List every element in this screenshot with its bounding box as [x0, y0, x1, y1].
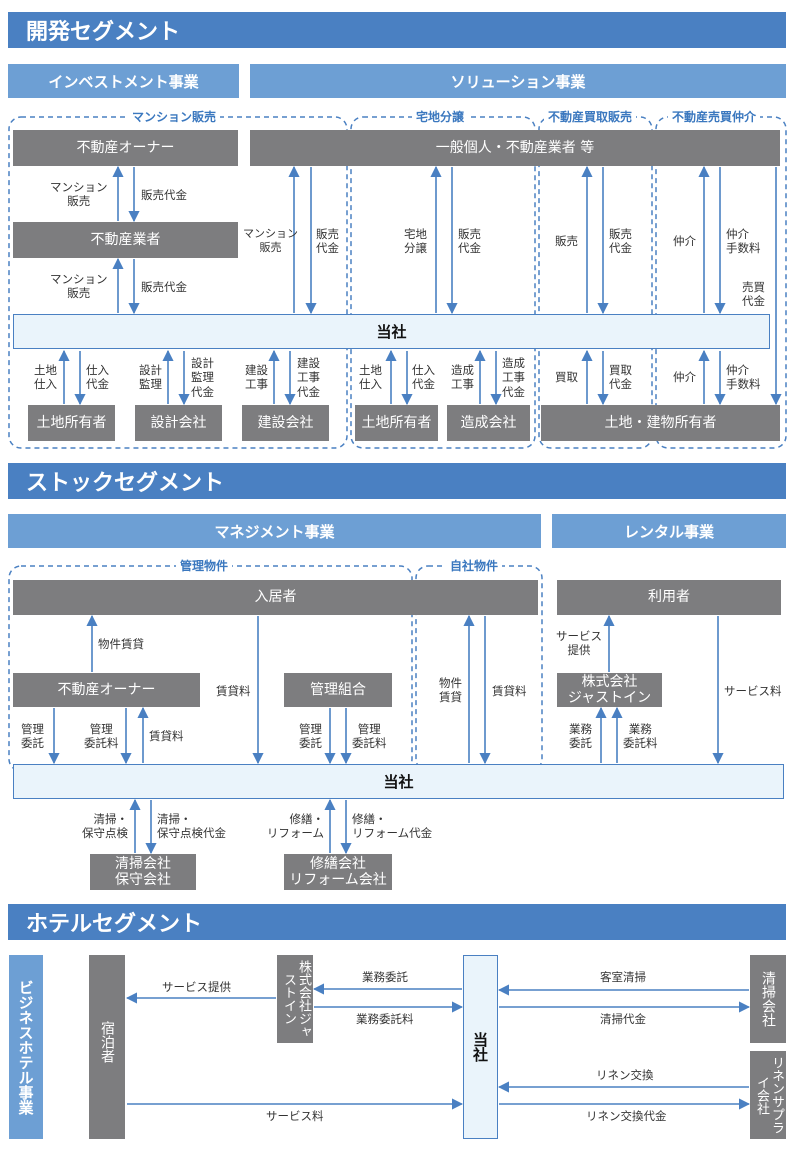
label-property-lease: 物件賃貸 — [98, 637, 144, 651]
category-solution: ソリューション事業 — [250, 64, 786, 98]
segment-header-hotel: ホテルセグメント — [8, 904, 786, 940]
box-construction-company: 建設会社 — [242, 405, 329, 441]
group-label-own-properties: 自社物件 — [446, 559, 503, 573]
box-management-association: 管理組合 — [284, 673, 392, 707]
label-management-fee: 管理 委託料 — [352, 722, 387, 751]
label-service-fee: サービス料 — [266, 1109, 324, 1123]
group-label-mansion-sales: マンション販売 — [128, 110, 221, 124]
box-company-development: 当社 — [13, 314, 770, 349]
label-purchase: 買取 — [555, 370, 578, 384]
label-service-provision: サービス提供 — [162, 980, 231, 994]
label-sale-proceeds: 販売 代金 — [609, 227, 632, 256]
label-cleaning-maintenance-fee: 清掃・ 保守点検代金 — [157, 812, 226, 841]
label-sale: 販売 — [555, 234, 578, 248]
box-property-owner: 不動産オーナー — [13, 673, 200, 707]
box-hotel-guest: 宿泊者 — [89, 955, 125, 1139]
box-landowner-1: 土地所有者 — [28, 405, 115, 441]
label-mansion-sale: マンション 販売 — [243, 227, 298, 254]
group-label-property-purchase: 不動産買取販売 — [544, 110, 637, 124]
label-construction-work: 建設 工事 — [245, 363, 268, 392]
box-landowner-2: 土地所有者 — [355, 405, 438, 441]
label-work-consignment: 業務 委託 — [569, 722, 592, 751]
label-service-fee: サービス料 — [724, 684, 782, 698]
label-linen-exchange-fee: リネン交換代金 — [586, 1109, 667, 1123]
box-user: 利用者 — [557, 580, 781, 615]
box-land-developer: 造成会社 — [447, 405, 530, 441]
box-tenant: 入居者 — [13, 580, 538, 615]
box-design-company: 設計会社 — [135, 405, 222, 441]
label-sale-proceeds: 販売代金 — [141, 280, 187, 294]
label-brokerage: 仲介 — [673, 234, 696, 248]
box-property-owner: 不動産オーナー — [13, 130, 238, 166]
category-investment: インベストメント事業 — [8, 64, 239, 98]
label-land-subdivision: 宅地 分譲 — [404, 227, 427, 256]
label-management-consignment: 管理 委託 — [21, 722, 44, 751]
group-label-managed-properties: 管理物件 — [176, 559, 233, 573]
label-repair-renovation-fee: 修繕・ リフォーム代金 — [352, 812, 433, 841]
label-purchase-price: 仕入 代金 — [412, 363, 435, 392]
label-work-consignment: 業務委託 — [362, 970, 408, 984]
label-land-development-fee: 造成 工事 代金 — [502, 356, 525, 399]
label-land-purchase: 土地 仕入 — [34, 363, 57, 392]
label-management-consignment: 管理 委託 — [299, 722, 322, 751]
label-transaction-price: 売買 代金 — [742, 280, 765, 309]
group-label-residential-land: 宅地分譲 — [412, 110, 469, 124]
label-cleaning-maintenance: 清掃・ 保守点検 — [82, 812, 128, 841]
label-purchase-price: 仕入 代金 — [86, 363, 109, 392]
label-mansion-sale: マンション 販売 — [50, 272, 108, 301]
flow-arrows — [48, 165, 782, 1110]
box-justin-company: 株式会社 ジャストイン — [557, 673, 662, 707]
label-property-lease: 物件 賃貸 — [439, 676, 462, 705]
group-label-brokerage: 不動産売買仲介 — [668, 110, 761, 124]
box-company-stock: 当社 — [13, 764, 784, 799]
label-service-provision: サービス 提供 — [556, 629, 602, 658]
category-management: マネジメント事業 — [8, 514, 541, 548]
segment-header-stock: ストックセグメント — [8, 463, 786, 499]
box-company-hotel: 当社 — [463, 955, 498, 1139]
label-brokerage: 仲介 — [673, 370, 696, 384]
label-brokerage-fee: 仲介 手数料 — [726, 227, 761, 256]
label-land-development-work: 造成 工事 — [451, 363, 474, 392]
category-business-hotel: ビジネスホテル事業 — [9, 955, 43, 1139]
box-justin-company: 株式会社ジャストイン — [277, 955, 313, 1043]
box-linen-supply-company: リネンサプライ会社 — [750, 1051, 786, 1139]
label-rent: 賃貸料 — [492, 684, 527, 698]
label-design-fee: 設計 監理 代金 — [191, 356, 214, 399]
label-management-fee: 管理 委託料 — [84, 722, 119, 751]
label-repair-renovation: 修繕・ リフォーム — [266, 812, 324, 841]
label-work-consignment-fee: 業務委託料 — [356, 1012, 414, 1026]
box-general-individuals: 一般個人・不動産業者 等 — [250, 130, 780, 166]
label-room-cleaning: 客室清掃 — [600, 970, 646, 984]
category-rental: レンタル事業 — [552, 514, 786, 548]
label-rent: 賃貸料 — [216, 684, 251, 698]
box-cleaning-company: 清掃会社 — [750, 955, 786, 1043]
box-land-building-owner: 土地・建物所有者 — [541, 405, 780, 441]
label-work-consignment-fee: 業務 委託料 — [623, 722, 658, 751]
box-real-estate-dealer: 不動産業者 — [13, 222, 238, 258]
label-sale-proceeds: 販売 代金 — [458, 227, 481, 256]
label-sale-proceeds: 販売 代金 — [316, 227, 339, 256]
label-brokerage-fee: 仲介 手数料 — [726, 363, 761, 392]
label-sale-proceeds: 販売代金 — [141, 188, 187, 202]
label-construction-fee: 建設 工事 代金 — [297, 356, 320, 399]
segment-header-development: 開発セグメント — [8, 12, 786, 48]
label-land-purchase: 土地 仕入 — [359, 363, 382, 392]
label-linen-exchange: リネン交換 — [596, 1068, 654, 1082]
label-design-supervision: 設計 監理 — [139, 363, 162, 392]
label-cleaning-fee: 清掃代金 — [600, 1012, 646, 1026]
label-mansion-sale: マンション 販売 — [50, 180, 108, 209]
box-repair-renovation-company: 修繕会社 リフォーム会社 — [284, 854, 392, 890]
box-cleaning-maintenance-company: 清掃会社 保守会社 — [90, 854, 196, 890]
label-purchase-price: 買取 代金 — [609, 363, 632, 392]
label-rent: 賃貸料 — [149, 729, 184, 743]
